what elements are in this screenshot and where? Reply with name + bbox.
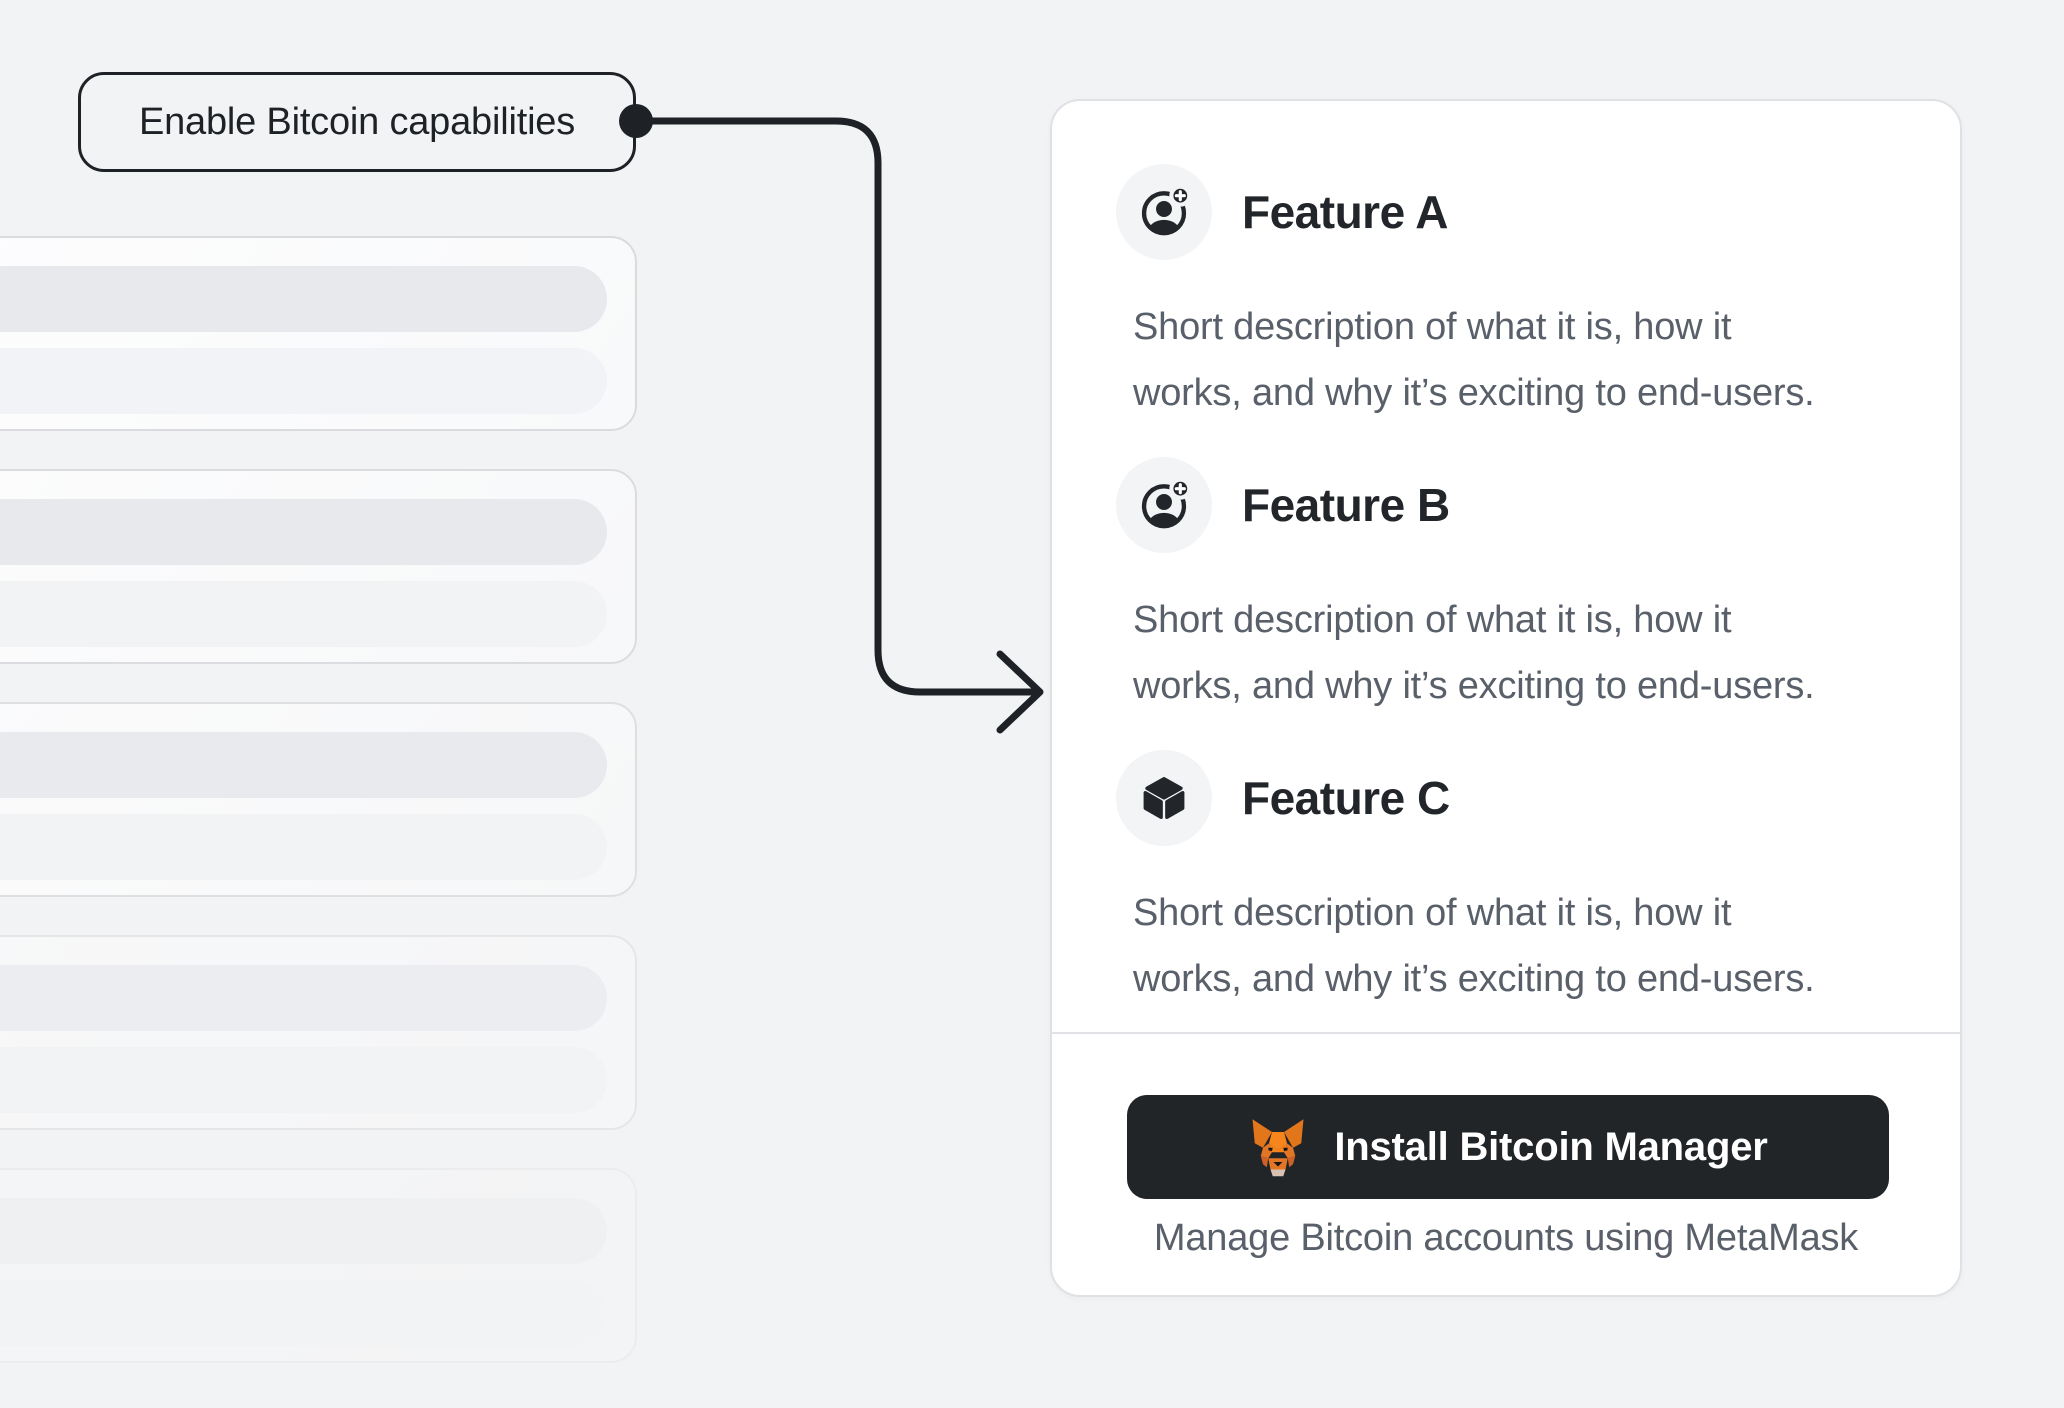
- panel-divider: [1052, 1032, 1960, 1034]
- skeleton-bar: [0, 814, 607, 880]
- feature-b-title: Feature B: [1242, 479, 1450, 531]
- skeleton-bar: [0, 1280, 607, 1346]
- skeleton-bar: [0, 965, 607, 1031]
- feature-a-description: Short description of what it is, how it …: [1133, 306, 1815, 414]
- feature-panel: Feature A Short description of what it i…: [1050, 99, 1962, 1297]
- skeleton-bar: [0, 732, 607, 798]
- feature-c-icon-badge: [1116, 750, 1212, 846]
- install-bitcoin-manager-button[interactable]: Install Bitcoin Manager: [1127, 1095, 1889, 1199]
- feature-a-title: Feature A: [1242, 186, 1448, 238]
- skeleton-card: [0, 1168, 637, 1363]
- feature-block-c: Feature C Short description of what it i…: [1116, 750, 1896, 1000]
- skeleton-bar: [0, 348, 607, 414]
- skeleton-bar: [0, 266, 607, 332]
- skeleton-bar: [0, 499, 607, 565]
- skeleton-card: [0, 702, 637, 897]
- feature-a-icon-badge: [1116, 164, 1212, 260]
- feature-c-description: Short description of what it is, how it …: [1133, 892, 1815, 1000]
- feature-block-b: Feature B Short description of what it i…: [1116, 457, 1896, 707]
- skeleton-bar: [0, 581, 607, 647]
- feature-b-description: Short description of what it is, how it …: [1133, 599, 1815, 707]
- skeleton-bar: [0, 1198, 607, 1264]
- user-add-icon: [1141, 184, 1192, 236]
- skeleton-card: [0, 935, 637, 1130]
- cube-icon: [1143, 777, 1185, 819]
- metamask-fox-icon: [1252, 1119, 1304, 1177]
- callout-label: Enable Bitcoin capabilities: [78, 72, 636, 172]
- feature-block-a: Feature A Short description of what it i…: [1116, 164, 1896, 414]
- feature-c-title: Feature C: [1242, 772, 1450, 824]
- skeleton-bar: [0, 1047, 607, 1113]
- skeleton-card: [0, 236, 637, 431]
- feature-b-icon-badge: [1116, 457, 1212, 553]
- panel-caption: Manage Bitcoin accounts using MetaMask: [1153, 1217, 1859, 1259]
- install-button-label: Install Bitcoin Manager: [1334, 1124, 1768, 1169]
- user-add-icon: [1141, 477, 1192, 529]
- skeleton-card: [0, 469, 637, 664]
- callout-label-text: Enable Bitcoin capabilities: [138, 100, 576, 143]
